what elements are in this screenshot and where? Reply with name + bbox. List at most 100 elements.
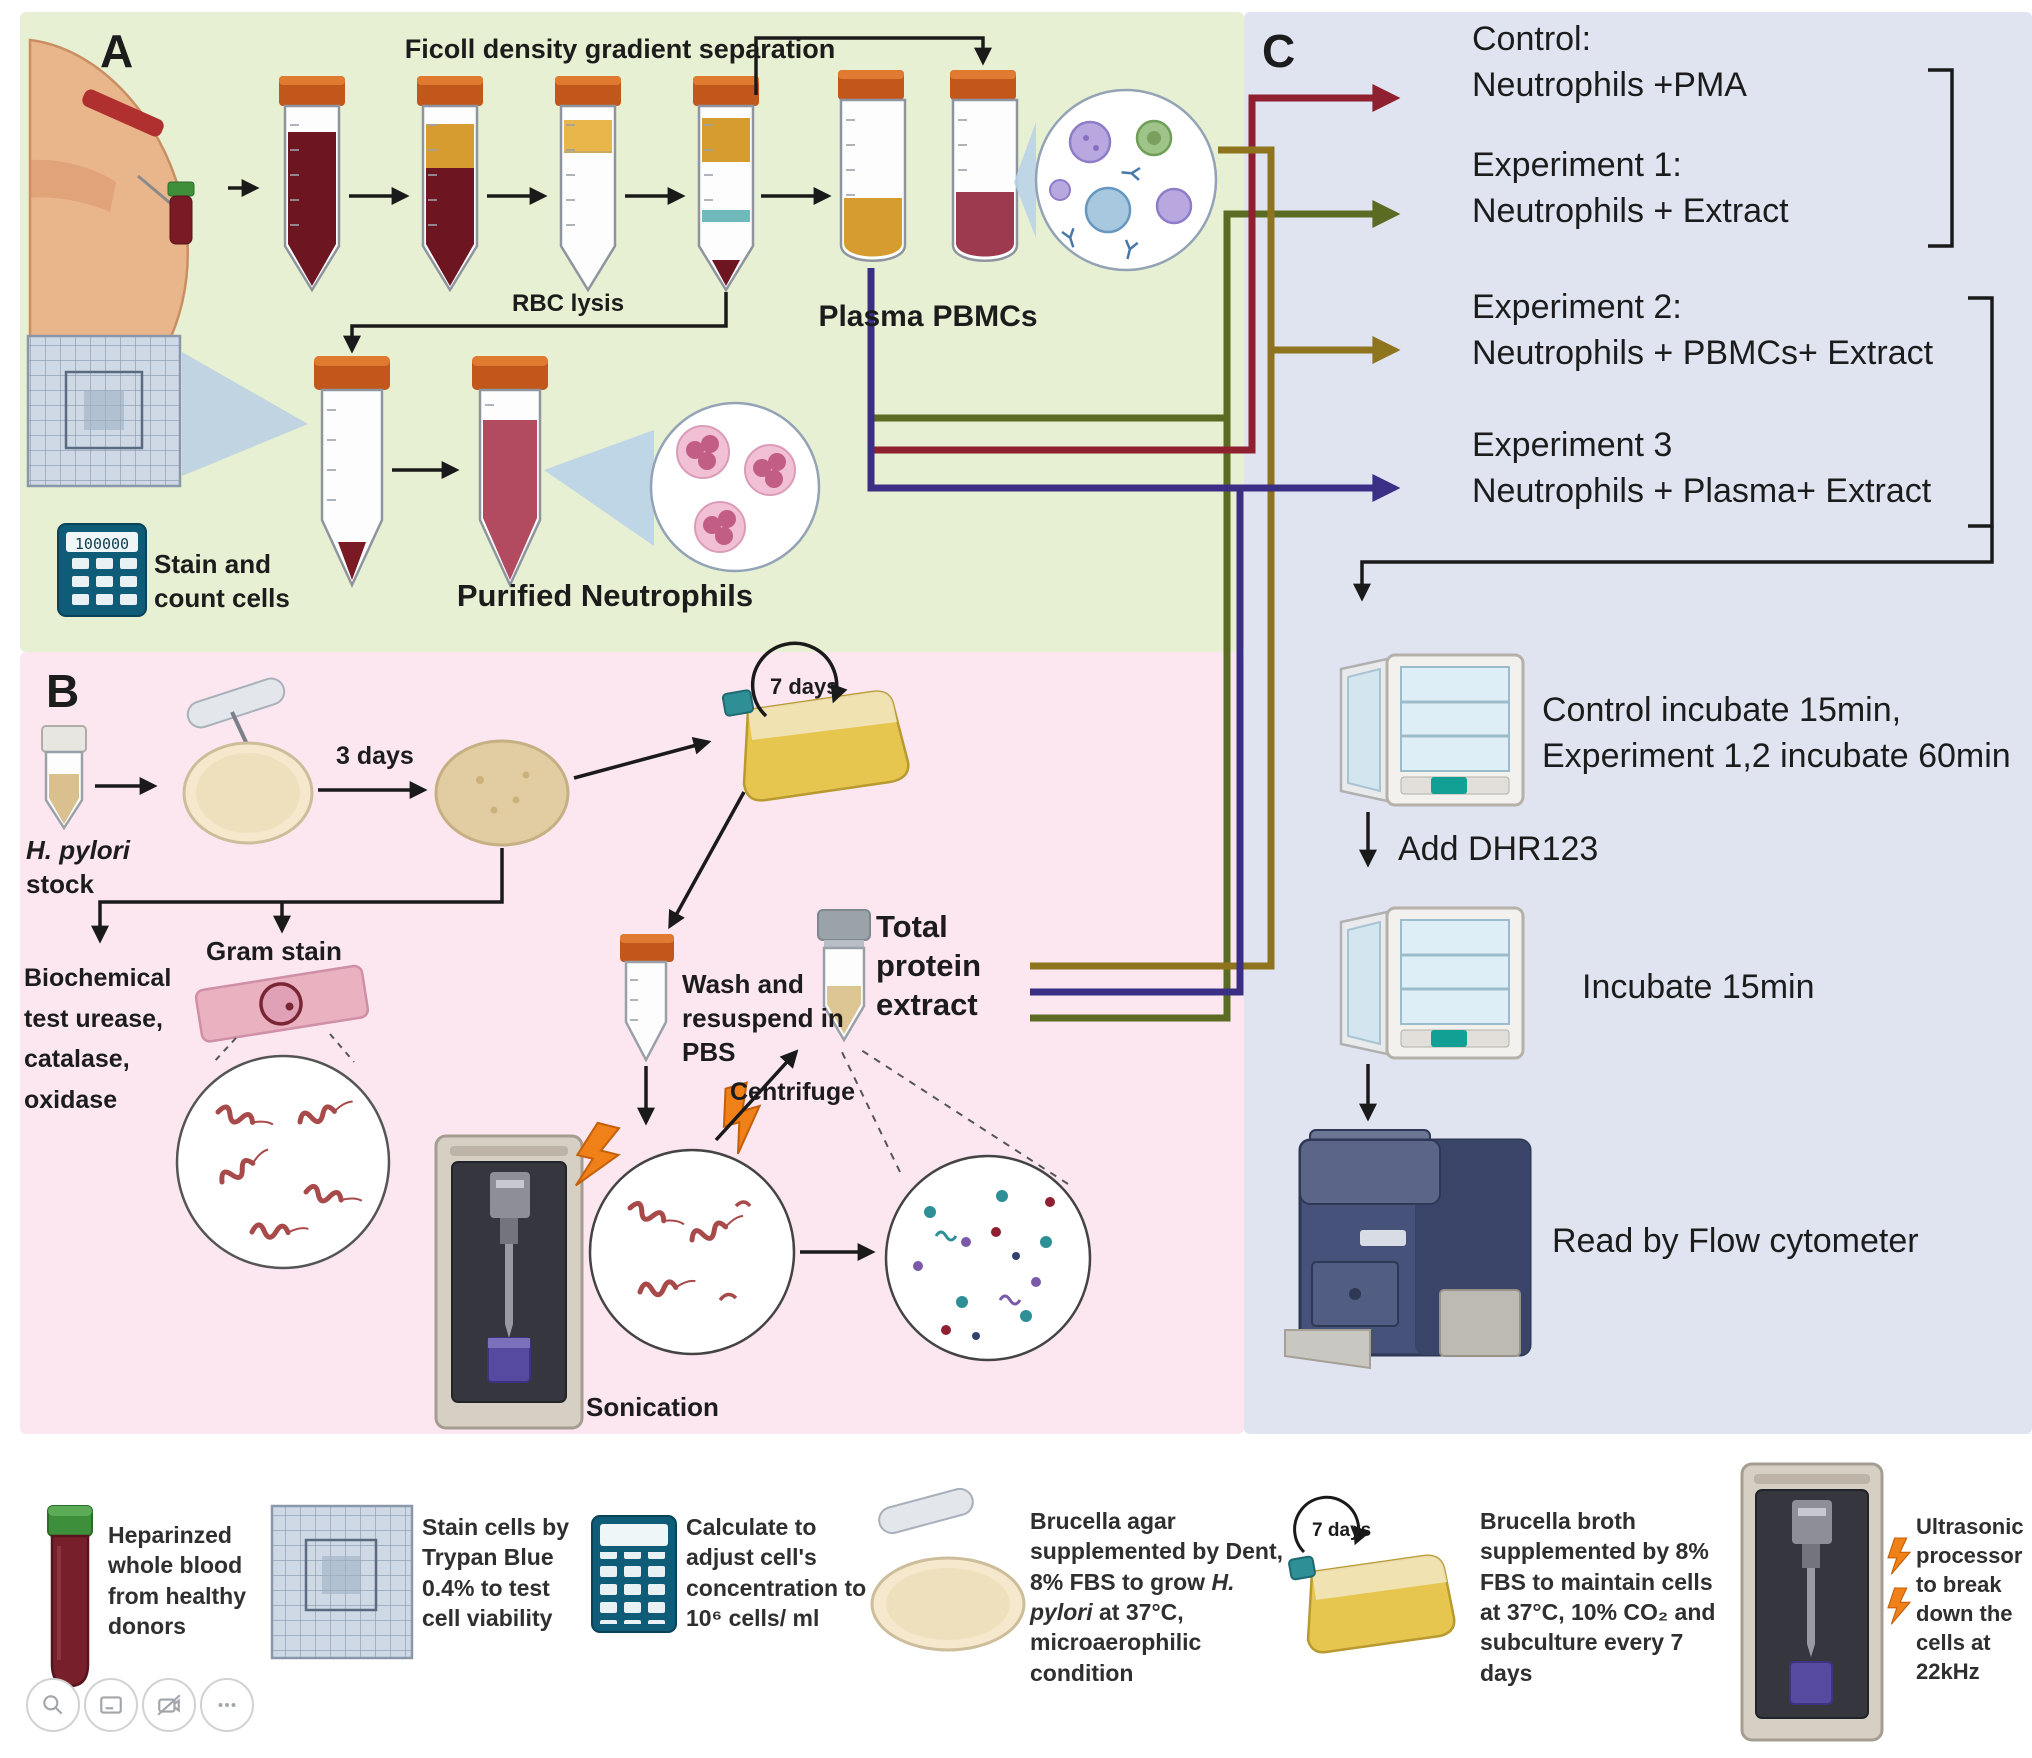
protein-lysate-circle-icon	[884, 1154, 1092, 1362]
total-protein-extract-label: Total protein extract	[876, 909, 982, 1022]
experiment-desc: Neutrophils +PMA	[1472, 66, 1747, 104]
seven-days-label: 7 days	[770, 674, 839, 699]
legend-petri-dish-icon	[870, 1487, 1026, 1652]
arrow-to-incubator1	[1353, 526, 1994, 602]
experiment-title: Experiment 3	[1472, 426, 1673, 464]
pbmc-cells-circle-icon	[1034, 88, 1218, 272]
legend-culture-flask-icon	[1288, 1495, 1456, 1654]
purified-neutrophils-label: Purified Neutrophils	[456, 578, 754, 613]
h-pylori-stock-label: H. pylori stock	[26, 834, 156, 902]
stock-word: stock	[26, 868, 94, 899]
zoom-button[interactable]	[26, 1678, 80, 1732]
sonication-label: Sonication	[586, 1392, 719, 1422]
gram-stain-slide-icon	[194, 964, 370, 1043]
blood-draw-arm-icon	[28, 38, 195, 407]
arrow-rbc-lysis	[343, 292, 728, 354]
plasma-tube-icon	[838, 70, 907, 262]
legend-sonicator-icon	[1740, 1462, 1884, 1742]
centrifuge-label: Centrifuge	[730, 1078, 855, 1106]
petri-dish-streak-icon	[182, 741, 314, 845]
stain-count-label: Stain and count cells	[154, 549, 290, 613]
experiment-block-3: Experiment 3 Neutrophils + Plasma+ Extra…	[1472, 422, 2032, 514]
dashed-slide-magnify	[211, 1033, 355, 1065]
three-days-label: 3 days	[336, 742, 414, 770]
incubator-icon-2	[1339, 906, 1525, 1060]
tube-ficoll-layered-icon	[417, 76, 483, 293]
read-flow-cytometer-label: Read by Flow cytometer	[1552, 1222, 1919, 1260]
legend-blood-text: Heparinzed whole blood from healthy dono…	[108, 1522, 247, 1640]
panel-b-label: B	[46, 665, 80, 717]
bacteria-circle-icon	[175, 1054, 391, 1270]
legend-toggle-button[interactable]	[84, 1678, 138, 1732]
legend-ultrasonic-text: Ultrasonic processor to break down the c…	[1916, 1514, 2024, 1685]
add-dhr123-label: Add DHR123	[1398, 830, 1599, 868]
pbmcs-tube-icon	[950, 70, 1019, 262]
more-options-button[interactable]	[200, 1678, 254, 1732]
experiment-block-1: Experiment 1: Neutrophils + Extract	[1472, 142, 2032, 234]
arrow-plate-to-flask	[573, 737, 712, 780]
flow-cytometer-icon	[1284, 1129, 1532, 1370]
purified-neutrophils-tube-icon	[472, 356, 548, 588]
experiment-desc: Neutrophils + PBMCs+ Extract	[1472, 334, 1934, 372]
plasma-label: Plasma	[818, 300, 924, 333]
h-pylori-stock-tube-icon	[41, 725, 87, 831]
tube-whole-blood-icon	[279, 76, 345, 293]
legend-hemocytometer-icon	[270, 1504, 414, 1660]
bracket-control-exp1	[1928, 68, 1954, 248]
legend-h-pylori-italic: H. pylori	[1030, 1568, 1235, 1626]
experiment-title: Control:	[1472, 20, 1592, 58]
camera-off-icon	[157, 1694, 181, 1716]
incubate-step1-label: Control incubate 15min, Experiment 1,2 i…	[1542, 691, 2011, 775]
biochemical-test-label: Biochemical test urease, catalase, oxida…	[24, 964, 172, 1114]
panel-a-label: A	[100, 25, 134, 77]
search-icon	[43, 1695, 63, 1715]
rbc-lysis-label: RBC lysis	[512, 290, 625, 317]
sonicator-icon	[434, 1134, 584, 1430]
petri-dish-grown-icon	[434, 739, 570, 847]
legend-brucella-broth-text: Brucella broth supplemented by 8% FBS to…	[1480, 1508, 1716, 1686]
experiment-desc: Neutrophils + Extract	[1472, 192, 1789, 230]
magnifier-wedge-hemocytometer	[182, 352, 308, 476]
pbs-wash-tube-icon	[620, 934, 674, 1063]
panel-c-label: C	[1262, 25, 1296, 77]
culture-flask-icon	[721, 689, 910, 802]
seven-days-cycle-arrow	[750, 641, 848, 718]
legend-seven-days-label: 7 days	[1312, 1520, 1372, 1541]
neutrophil-cells-circle-icon	[649, 401, 821, 573]
line-exp3-plasma	[867, 268, 1401, 502]
legend-lightning-bolt-icon	[1887, 1537, 1911, 1575]
arrow-flask-to-pbs-tube	[668, 791, 746, 930]
experiment-block-control: Control: Neutrophils +PMA	[1472, 16, 2032, 108]
tube-after-centrifugation-icon	[693, 76, 759, 293]
calculator-icon	[57, 523, 147, 617]
panel-c-background	[1244, 12, 2032, 1434]
experiment-title: Experiment 1:	[1472, 146, 1682, 184]
magnifier-wedge-neutrophils	[544, 430, 654, 546]
legend-trypan-text: Stain cells by Trypan Blue 0.4% to test …	[422, 1514, 570, 1632]
ficoll-title: Ficoll density gradient separation	[404, 34, 836, 64]
tube-rbc-pellet-icon	[314, 356, 390, 588]
arrow-tube4-pbmcs-tube	[754, 36, 992, 95]
wash-pbs-label: Wash and resuspend in PBS	[682, 969, 844, 1067]
arrow-centrifuge	[714, 1049, 799, 1142]
dashed-lysate-magnify	[839, 1047, 1069, 1185]
tube-separating-icon	[555, 76, 621, 293]
legend-calculate-text: Calculate to adjust cell's concentration…	[686, 1514, 867, 1632]
magnifier-wedge-pbmcs	[1014, 122, 1036, 238]
media-toggle-button[interactable]	[142, 1678, 196, 1732]
total-protein-extract-tube-icon	[817, 909, 871, 1043]
experiment-block-2: Experiment 2: Neutrophils + PBMCs+ Extra…	[1472, 284, 2032, 376]
pbmcs-label: PBMCs	[932, 300, 1038, 333]
gram-stain-label: Gram stain	[206, 936, 342, 966]
incubate-15min-label: Incubate 15min	[1582, 968, 1815, 1006]
line-exp3-extract	[1030, 488, 1244, 996]
legend-blood-tube-icon	[47, 1505, 93, 1688]
legend-lightning-bolt-icon	[1887, 1587, 1911, 1625]
experiment-title: Experiment 2:	[1472, 288, 1682, 326]
ellipsis-icon	[218, 1703, 236, 1707]
arrow-to-biochemical	[91, 848, 504, 944]
legend-brucella-agar-text: Brucella agar supplemented by Dent, 8% F…	[1030, 1508, 1284, 1686]
hemocytometer-grid-icon	[26, 334, 182, 488]
